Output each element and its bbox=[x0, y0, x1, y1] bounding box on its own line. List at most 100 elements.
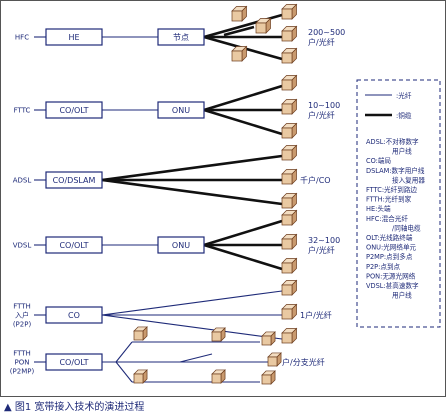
house-icon bbox=[231, 45, 248, 62]
capacity-label: 32~100 bbox=[308, 236, 340, 245]
legend-entry: P2MP:点到多点 bbox=[366, 252, 413, 261]
house-icon bbox=[281, 279, 298, 296]
legend-entry: CO:端局 bbox=[366, 156, 391, 165]
row-label-line: (P2MP) bbox=[10, 368, 35, 376]
house-front bbox=[133, 373, 144, 384]
house-icon bbox=[211, 369, 226, 384]
house-front bbox=[261, 335, 272, 346]
branch-fiber bbox=[115, 361, 133, 383]
node-box-secondary: 节点 bbox=[157, 28, 205, 46]
house-icon bbox=[281, 25, 298, 42]
house-icon bbox=[281, 233, 298, 250]
copper-branch bbox=[203, 108, 283, 136]
house-front bbox=[281, 284, 293, 296]
house-front bbox=[281, 149, 293, 161]
house-front bbox=[267, 356, 278, 367]
house-front bbox=[231, 10, 243, 22]
house-icon bbox=[211, 327, 226, 342]
legend-entry: HFC:混合光纤 bbox=[366, 214, 408, 223]
house-icon bbox=[281, 257, 298, 274]
legend-entry: OLT:光线路终端 bbox=[366, 233, 413, 242]
node-box-primary-frame bbox=[45, 236, 103, 254]
house-icon bbox=[281, 209, 298, 226]
house-icon bbox=[281, 122, 298, 139]
node-box-secondary-label: 节点 bbox=[173, 33, 189, 42]
row-label-line: HFC bbox=[15, 34, 29, 42]
legend-entry: 用户线 bbox=[392, 291, 412, 300]
node-box-primary: CO/DSLAM bbox=[45, 171, 103, 189]
house-icon bbox=[281, 98, 298, 115]
house-front bbox=[281, 30, 293, 42]
legend-line-label: :铜缆 bbox=[396, 111, 412, 120]
node-box-secondary-frame bbox=[157, 28, 205, 46]
legend-entry: VDSL:甚高速数字 bbox=[366, 281, 419, 290]
house-front bbox=[281, 8, 293, 20]
house-icon bbox=[281, 74, 298, 91]
node-box-secondary-label: ONU bbox=[172, 241, 190, 250]
house-front bbox=[281, 52, 293, 64]
copper-branch bbox=[223, 25, 255, 37]
house-icon bbox=[281, 3, 298, 20]
node-box-primary: CO/OLT bbox=[45, 101, 103, 119]
house-icon bbox=[133, 369, 148, 384]
node-box-secondary-frame bbox=[157, 236, 205, 254]
house-front bbox=[281, 262, 293, 274]
house-front bbox=[281, 103, 293, 115]
house-front bbox=[281, 173, 293, 185]
legend-line-label: :光纤 bbox=[396, 91, 412, 100]
legend-entry: FTTH:光纤到家 bbox=[366, 195, 412, 204]
house-icon bbox=[261, 370, 276, 385]
house-front bbox=[231, 50, 243, 62]
legend-panel: :光纤:铜缆ADSL:不对称数字用户线CO:端局DSLAM:数字用户线接入复用器… bbox=[356, 79, 441, 328]
node-box-primary-frame bbox=[45, 101, 103, 119]
house-icon bbox=[281, 144, 298, 161]
node-box-primary: CO bbox=[45, 306, 103, 324]
legend-frame bbox=[356, 79, 441, 328]
node-box-primary-label: HE bbox=[68, 33, 79, 42]
node-box-primary-label: CO bbox=[68, 311, 80, 320]
node-box-primary-label: CO/OLT bbox=[59, 106, 88, 115]
house-front bbox=[211, 331, 222, 342]
legend-entry: ADSL:不对称数字 bbox=[366, 137, 419, 146]
row-label-line: PON bbox=[15, 359, 30, 367]
node-box-primary: CO/OLT bbox=[45, 353, 103, 371]
house-icon bbox=[281, 47, 298, 64]
capacity-label: 1户/光纤 bbox=[300, 310, 332, 320]
node-box-secondary-frame bbox=[157, 101, 205, 119]
capacity-label: 千户/CO bbox=[300, 175, 331, 185]
house-front bbox=[281, 238, 293, 250]
house-icon bbox=[281, 303, 298, 320]
fiber-branch bbox=[101, 290, 283, 316]
legend-entry: HE:头端 bbox=[366, 204, 391, 213]
row-label-line: VDSL bbox=[13, 242, 32, 250]
caption-text: 图1 宽带接入技术的演进过程 bbox=[14, 402, 145, 413]
capacity-label: 户/光纤 bbox=[308, 245, 335, 255]
legend-entry: ONU:光网络单元 bbox=[366, 243, 417, 252]
copper-branch bbox=[203, 84, 283, 112]
node-box-secondary-label: ONU bbox=[172, 106, 190, 115]
house-front bbox=[281, 127, 293, 139]
legend-entry: 用户线 bbox=[392, 147, 412, 156]
house-front bbox=[255, 22, 267, 34]
house-front bbox=[133, 330, 144, 341]
copper-branch bbox=[203, 219, 283, 247]
house-front bbox=[281, 197, 293, 209]
node-box-primary-label: CO/OLT bbox=[59, 358, 88, 367]
drop-fiber bbox=[179, 353, 213, 363]
capacity-label: 户/光纤 bbox=[308, 37, 335, 47]
legend-entry: /同轴电缆 bbox=[392, 223, 421, 232]
node-box-secondary: ONU bbox=[157, 236, 205, 254]
capacity-label: 10~100 bbox=[308, 101, 340, 110]
house-front bbox=[261, 374, 272, 385]
copper-branch bbox=[101, 178, 283, 206]
capacity-label: 户/光纤 bbox=[308, 110, 335, 120]
legend-entry: 接入复用器 bbox=[392, 175, 425, 184]
branch-fiber bbox=[115, 341, 133, 363]
legend-entry: P2P:点到点 bbox=[366, 263, 401, 271]
house-front bbox=[281, 214, 293, 226]
